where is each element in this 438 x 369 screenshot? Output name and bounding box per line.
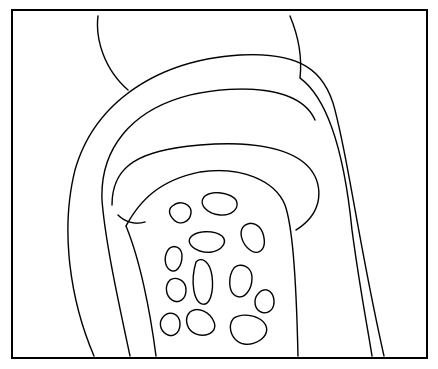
hole: [255, 290, 274, 313]
hole: [189, 232, 224, 253]
hole: [230, 315, 266, 344]
spongy-region-left: [126, 226, 156, 356]
outer-shaft-left: [68, 55, 384, 356]
upper-structure: [97, 16, 128, 90]
hole: [241, 223, 264, 252]
hole: [160, 313, 180, 335]
hole: [187, 310, 215, 336]
hole: [165, 247, 182, 271]
hole: [170, 203, 192, 223]
hole: [166, 278, 186, 301]
trabecular-holes: [160, 193, 274, 345]
upper-arch-right: [290, 16, 301, 78]
frame-border: [12, 10, 427, 358]
hole: [202, 193, 237, 215]
hole: [230, 265, 252, 297]
hole: [193, 260, 212, 305]
